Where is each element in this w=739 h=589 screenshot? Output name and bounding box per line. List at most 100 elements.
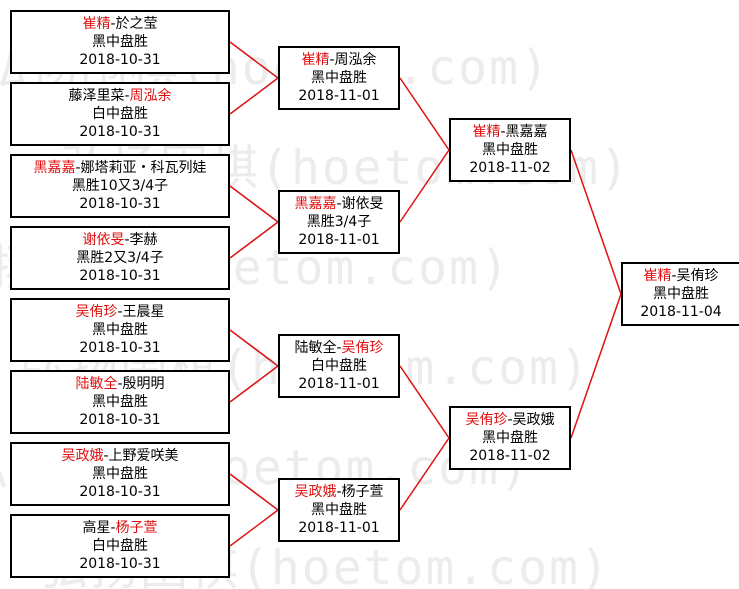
result-line: 白中盘胜 [12, 105, 228, 123]
match-players: 崔精-於之莹 [12, 15, 228, 33]
match-players: 吴政娥-杨子萱 [280, 483, 398, 501]
player-black: 崔精 [82, 16, 111, 32]
date-line: 2018-11-01 [280, 519, 398, 537]
date-line: 2018-11-01 [280, 87, 398, 105]
match-players: 陆敏全-殷明明 [12, 375, 228, 393]
match-date: 2018-10-31 [79, 484, 161, 500]
match-players: 吴侑珍-吴政娥 [451, 411, 569, 429]
date-line: 2018-11-04 [623, 303, 739, 321]
player-white: 周泓余 [129, 88, 172, 104]
match-players: 吴政娥-上野爱咲美 [12, 447, 228, 465]
date-line: 2018-10-31 [12, 267, 228, 285]
connector-line [399, 437, 450, 511]
match-result: 黑胜3/4子 [306, 214, 372, 230]
match-players: 崔精-吴侑珍 [623, 267, 739, 285]
player-black: 陆敏全 [294, 340, 337, 356]
player-white: 黑嘉嘉 [505, 124, 548, 140]
player-black: 崔精 [643, 268, 672, 284]
match-result: 黑中盘胜 [311, 502, 367, 518]
connector-line [229, 41, 279, 79]
match-date: 2018-10-31 [79, 196, 161, 212]
result-line: 黑中盘胜 [12, 321, 228, 339]
result-line: 黑胜3/4子 [280, 213, 398, 231]
date-line: 2018-10-31 [12, 411, 228, 429]
result-line: 黑中盘胜 [12, 393, 228, 411]
match-players: 谢依旻-李赫 [12, 231, 228, 249]
match-date: 2018-11-02 [469, 160, 551, 176]
player-separator: - [117, 304, 123, 320]
player-separator: - [103, 448, 109, 464]
date-line: 2018-10-31 [12, 483, 228, 501]
player-black: 藤泽里菜 [68, 88, 125, 104]
player-separator: - [75, 160, 81, 176]
player-separator: - [671, 268, 677, 284]
player-black: 崔精 [301, 52, 330, 68]
date-line: 2018-11-02 [451, 159, 569, 177]
player-black: 吴侑珍 [465, 412, 508, 428]
match-result: 黑中盘胜 [482, 430, 538, 446]
player-separator: - [110, 16, 116, 32]
player-separator: - [124, 88, 130, 104]
match-result: 黑胜10又3/4子 [71, 178, 169, 194]
date-line: 2018-10-31 [12, 195, 228, 213]
result-line: 白中盘胜 [12, 537, 228, 555]
player-separator: - [336, 196, 342, 212]
match-result: 黑中盘胜 [92, 34, 148, 50]
player-separator: - [329, 52, 335, 68]
result-line: 黑中盘胜 [623, 285, 739, 303]
result-line: 黑胜10又3/4子 [12, 177, 228, 195]
player-separator: - [507, 412, 513, 428]
round2-match-2: 黑嘉嘉-谢依旻黑胜3/4子 2018-11-01 [278, 190, 400, 254]
connector-line [229, 77, 279, 115]
player-black: 黑嘉嘉 [33, 160, 76, 176]
round2-match-4: 吴政娥-杨子萱黑中盘胜 2018-11-01 [278, 478, 400, 542]
date-line: 2018-10-31 [12, 339, 228, 357]
player-white: 吴政娥 [512, 412, 555, 428]
match-date: 2018-11-01 [298, 88, 380, 104]
connector-line [570, 149, 622, 295]
result-line: 黑中盘胜 [12, 465, 228, 483]
connector-line [399, 365, 450, 439]
result-line: 黑中盘胜 [451, 429, 569, 447]
match-date: 2018-11-01 [298, 232, 380, 248]
result-line: 白中盘胜 [280, 357, 398, 375]
match-players: 黑嘉嘉-谢依旻 [280, 195, 398, 213]
match-result: 黑胜2又3/4子 [76, 250, 164, 266]
match-players: 崔精-黑嘉嘉 [451, 123, 569, 141]
player-black: 高星 [82, 520, 111, 536]
match-date: 2018-11-01 [298, 520, 380, 536]
player-white: 於之莹 [115, 16, 158, 32]
match-result: 黑中盘胜 [482, 142, 538, 158]
match-result: 黑中盘胜 [653, 286, 709, 302]
connector-line [399, 149, 450, 223]
match-date: 2018-10-31 [79, 340, 161, 356]
date-line: 2018-10-31 [12, 123, 228, 141]
match-players: 陆敏全-吴侑珍 [280, 339, 398, 357]
connector-line [229, 365, 279, 403]
player-white: 王晨星 [122, 304, 165, 320]
player-black: 崔精 [472, 124, 501, 140]
match-result: 黑中盘胜 [311, 70, 367, 86]
player-white: 殷明明 [122, 376, 165, 392]
date-line: 2018-11-01 [280, 375, 398, 393]
match-result: 黑中盘胜 [92, 322, 148, 338]
result-line: 黑中盘胜 [280, 501, 398, 519]
player-separator: - [500, 124, 506, 140]
player-black: 吴政娥 [61, 448, 104, 464]
match-players: 藤泽里菜-周泓余 [12, 87, 228, 105]
match-date: 2018-10-31 [79, 556, 161, 572]
result-line: 黑中盘胜 [280, 69, 398, 87]
player-white: 李赫 [129, 232, 158, 248]
player-black: 谢依旻 [82, 232, 125, 248]
match-players: 黑嘉嘉-娜塔莉亚・科瓦列娃 [12, 159, 228, 177]
connector-line [570, 293, 622, 439]
match-players: 崔精-周泓余 [280, 51, 398, 69]
date-line: 2018-10-31 [12, 555, 228, 573]
